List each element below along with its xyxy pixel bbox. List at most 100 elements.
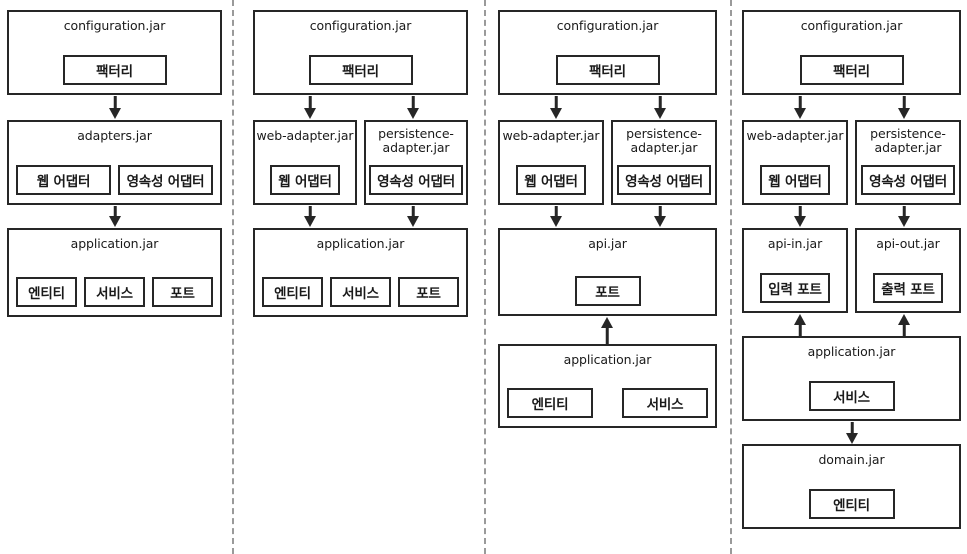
jar-title: api-in.jar — [767, 236, 823, 251]
jar-application-1[interactable]: application.jar 엔티티 서비스 포트 — [7, 228, 222, 317]
jar-configuration-4[interactable]: configuration.jar 팩터리 — [742, 10, 961, 95]
arrow-configuration-to-persistence-adapter — [648, 96, 672, 119]
arrow-persistence-adapter-to-application — [401, 206, 425, 227]
jar-persistence-adapter-3[interactable]: persistence- adapter.jar 영속성 어댑터 — [611, 120, 717, 205]
arrow-configuration-to-adapters — [103, 96, 127, 119]
component-web-adapter[interactable]: 웹 어댑터 — [760, 165, 830, 195]
jar-title: application.jar — [70, 236, 159, 251]
jar-title: domain.jar — [818, 452, 885, 467]
component-entity[interactable]: 엔티티 — [507, 388, 593, 418]
arrow-adapters-to-application — [103, 206, 127, 227]
component-web-adapter[interactable]: 웹 어댑터 — [516, 165, 586, 195]
component-row: 엔티티 — [751, 489, 952, 519]
component-row: 팩터리 — [507, 55, 708, 85]
column-divider-3 — [730, 0, 732, 554]
jar-title: configuration.jar — [800, 18, 903, 33]
arrow-web-adapter-to-application — [298, 206, 322, 227]
component-entity[interactable]: 엔티티 — [262, 277, 323, 307]
component-factory[interactable]: 팩터리 — [799, 55, 904, 85]
jar-web-adapter-4[interactable]: web-adapter.jar 웹 어댑터 — [742, 120, 848, 205]
jar-title: web-adapter.jar — [502, 128, 600, 143]
column-divider-2 — [484, 0, 486, 554]
jar-configuration-1[interactable]: configuration.jar 팩터리 — [7, 10, 222, 95]
component-row: 출력 포트 — [864, 273, 952, 303]
jar-title: adapters.jar — [77, 128, 152, 143]
component-row: 웹 어댑터 — [751, 165, 839, 195]
column-divider-1 — [232, 0, 234, 554]
arrow-persistence-adapter-to-api — [648, 206, 672, 227]
jar-adapters-1[interactable]: adapters.jar 웹 어댑터 영속성 어댑터 — [7, 120, 222, 205]
jar-application-3[interactable]: application.jar 엔티티 서비스 — [498, 344, 717, 428]
jar-web-adapter-3[interactable]: web-adapter.jar 웹 어댑터 — [498, 120, 604, 205]
jar-title: configuration.jar — [63, 18, 166, 33]
jar-application-4[interactable]: application.jar 서비스 — [742, 336, 961, 421]
component-persistence-adapter[interactable]: 영속성 어댑터 — [861, 165, 955, 195]
jar-title: application.jar — [563, 352, 652, 367]
jar-title: persistence- adapter.jar — [870, 126, 946, 155]
component-port[interactable]: 포트 — [574, 276, 641, 306]
component-service[interactable]: 서비스 — [808, 381, 895, 411]
jar-web-adapter-2[interactable]: web-adapter.jar 웹 어댑터 — [253, 120, 357, 205]
arrow-application-to-api-in — [788, 314, 812, 336]
component-row: 웹 어댑터 영속성 어댑터 — [16, 165, 213, 195]
jar-application-2[interactable]: application.jar 엔티티 서비스 포트 — [253, 228, 468, 317]
component-row: 영속성 어댑터 — [617, 165, 711, 195]
component-persistence-adapter[interactable]: 영속성 어댑터 — [617, 165, 711, 195]
jar-title: web-adapter.jar — [256, 128, 354, 143]
jar-api-out-4[interactable]: api-out.jar 출력 포트 — [855, 228, 961, 313]
jar-title: application.jar — [316, 236, 405, 251]
jar-title: application.jar — [807, 344, 896, 359]
component-web-adapter[interactable]: 웹 어댑터 — [270, 165, 340, 195]
jar-api-3[interactable]: api.jar 포트 — [498, 228, 717, 316]
component-factory[interactable]: 팩터리 — [62, 55, 167, 85]
component-row: 웹 어댑터 — [507, 165, 595, 195]
arrow-persistence-adapter-to-api-out — [892, 206, 916, 227]
component-persistence-adapter[interactable]: 영속성 어댑터 — [369, 165, 463, 195]
jar-title: persistence- adapter.jar — [378, 126, 454, 155]
component-row: 영속성 어댑터 — [369, 165, 463, 195]
jar-title: api.jar — [588, 236, 627, 251]
component-row: 입력 포트 — [751, 273, 839, 303]
jar-persistence-adapter-4[interactable]: persistence- adapter.jar 영속성 어댑터 — [855, 120, 961, 205]
jar-title: api-out.jar — [876, 236, 940, 251]
component-service[interactable]: 서비스 — [622, 388, 708, 418]
jar-configuration-2[interactable]: configuration.jar 팩터리 — [253, 10, 468, 95]
component-factory[interactable]: 팩터리 — [555, 55, 660, 85]
component-service[interactable]: 서비스 — [84, 277, 145, 307]
component-row: 서비스 — [751, 381, 952, 411]
jar-title: persistence- adapter.jar — [626, 126, 702, 155]
component-row: 팩터리 — [262, 55, 459, 85]
jar-domain-4[interactable]: domain.jar 엔티티 — [742, 444, 961, 529]
component-entity[interactable]: 엔티티 — [808, 489, 895, 519]
arrow-application-to-api-out — [892, 314, 916, 336]
component-in-port[interactable]: 입력 포트 — [760, 273, 830, 303]
arrow-application-to-api — [595, 317, 619, 344]
component-row: 영속성 어댑터 — [861, 165, 955, 195]
component-row: 포트 — [507, 276, 708, 306]
component-port[interactable]: 포트 — [398, 277, 459, 307]
component-entity[interactable]: 엔티티 — [16, 277, 77, 307]
variant-4-column: configuration.jar 팩터리 web-adapter.jar 웹 … — [730, 0, 967, 554]
jar-configuration-3[interactable]: configuration.jar 팩터리 — [498, 10, 717, 95]
jar-title: web-adapter.jar — [746, 128, 844, 143]
arrow-configuration-to-web-adapter — [788, 96, 812, 119]
arrow-web-adapter-to-api — [544, 206, 568, 227]
component-service[interactable]: 서비스 — [330, 277, 391, 307]
component-row: 엔티티 서비스 포트 — [16, 277, 213, 307]
component-out-port[interactable]: 출력 포트 — [873, 273, 943, 303]
component-factory[interactable]: 팩터리 — [308, 55, 413, 85]
component-port[interactable]: 포트 — [152, 277, 213, 307]
jar-title: configuration.jar — [556, 18, 659, 33]
arrow-configuration-to-web-adapter — [544, 96, 568, 119]
arrow-configuration-to-persistence-adapter — [892, 96, 916, 119]
jar-api-in-4[interactable]: api-in.jar 입력 포트 — [742, 228, 848, 313]
variant-3-column: configuration.jar 팩터리 web-adapter.jar 웹 … — [484, 0, 730, 554]
component-row: 엔티티 서비스 포트 — [262, 277, 459, 307]
component-row: 팩터리 — [751, 55, 952, 85]
component-persistence-adapter[interactable]: 영속성 어댑터 — [118, 165, 213, 195]
component-web-adapter[interactable]: 웹 어댑터 — [16, 165, 111, 195]
variant-1-column: configuration.jar 팩터리 adapters.jar 웹 어댑터… — [0, 0, 232, 554]
jar-persistence-adapter-2[interactable]: persistence- adapter.jar 영속성 어댑터 — [364, 120, 468, 205]
arrow-configuration-to-persistence-adapter — [401, 96, 425, 119]
arrow-application-to-domain — [840, 422, 864, 444]
